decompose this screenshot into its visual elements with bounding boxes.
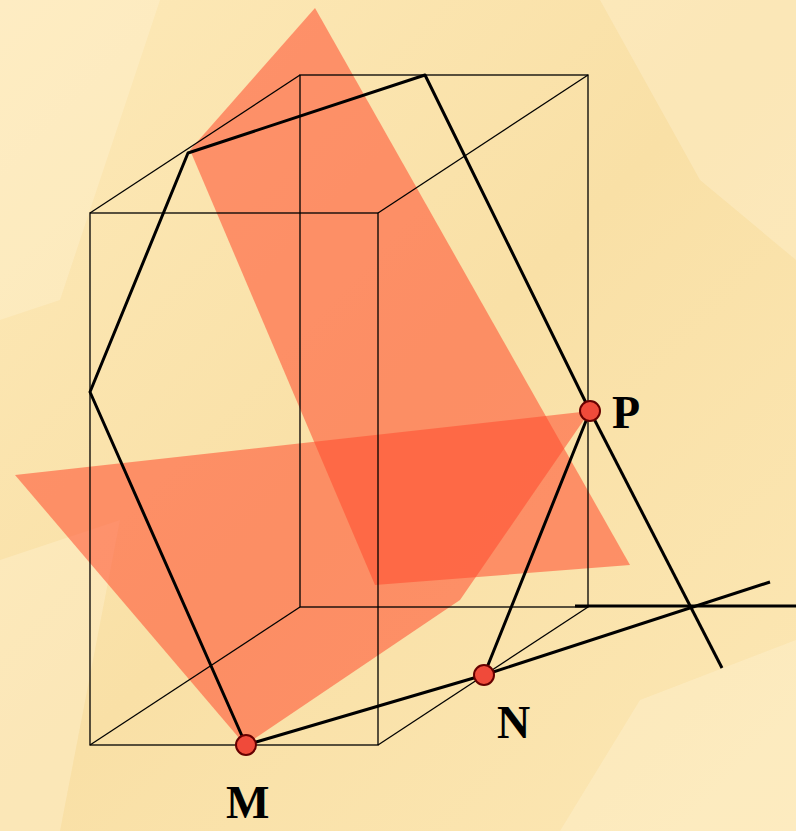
- point-label: N: [497, 700, 530, 746]
- prism-edges: [90, 75, 588, 745]
- points: [236, 401, 600, 755]
- section-lines: [90, 75, 796, 745]
- point-label: M: [226, 780, 269, 826]
- plane: [15, 411, 590, 745]
- point-label: P: [612, 390, 640, 436]
